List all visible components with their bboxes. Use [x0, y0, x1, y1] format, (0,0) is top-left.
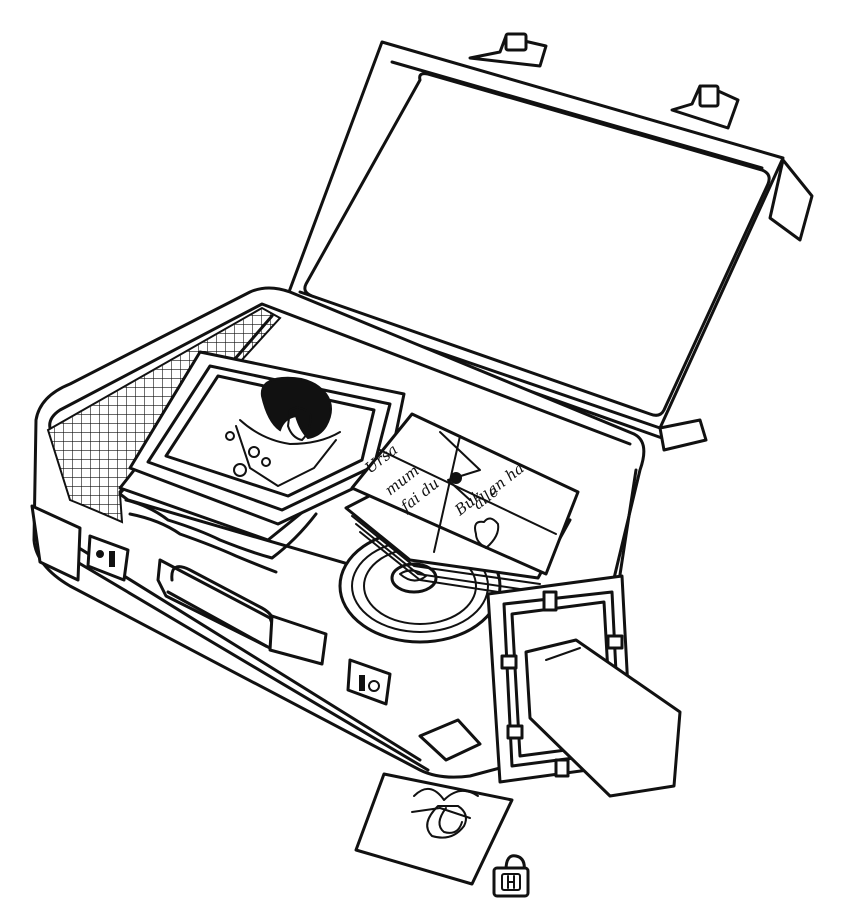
lock-right-icon: [346, 658, 392, 706]
necktie-icon: [524, 638, 682, 798]
lid-latch-right-icon: [670, 84, 740, 130]
lid-latch-left-icon: [468, 32, 548, 68]
framed-portrait-icon: [118, 350, 406, 574]
suitcase-foot-pad: [418, 718, 482, 762]
padlock-icon: [492, 854, 530, 898]
letter-bundle-icon: Ursa mum fai du Buk alle an ha: [344, 412, 580, 599]
suitcase-handle-icon: [156, 558, 328, 666]
lock-left-icon: [86, 534, 130, 582]
ribbon-note-icon: [354, 772, 514, 886]
suitcase-lid: [284, 32, 814, 452]
